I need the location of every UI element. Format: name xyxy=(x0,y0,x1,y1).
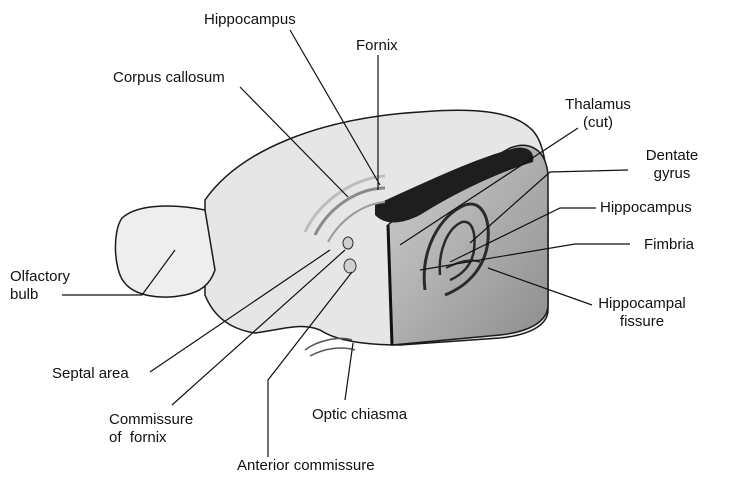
label-thalamus: Thalamus (cut) xyxy=(556,96,640,132)
label-fissure-line1: Hippocampal xyxy=(592,295,692,313)
anterior-commissure-shape xyxy=(344,259,356,273)
label-anterior-commissure: Anterior commissure xyxy=(237,457,375,475)
label-olfactory-line1: Olfactory xyxy=(10,268,70,286)
label-hippocampus-top: Hippocampus xyxy=(204,11,296,29)
label-dentate-gyrus: Dentate gyrus xyxy=(640,147,704,183)
label-hippocampal-fissure: Hippocampal fissure xyxy=(592,295,692,331)
label-optic-chiasma: Optic chiasma xyxy=(312,406,407,424)
label-commissure-line1: Commissure xyxy=(109,411,193,429)
label-dentate-line1: Dentate xyxy=(640,147,704,165)
label-fornix: Fornix xyxy=(356,37,398,55)
label-olfactory-line2: bulb xyxy=(10,286,70,304)
label-thalamus-line2: (cut) xyxy=(556,114,640,132)
olfactory-bulb-shape xyxy=(115,206,215,297)
label-septal-area: Septal area xyxy=(52,365,129,383)
label-fimbria: Fimbria xyxy=(644,236,694,254)
label-dentate-line2: gyrus xyxy=(640,165,704,183)
label-commissure-of-fornix: Commissure of fornix xyxy=(109,411,193,447)
label-olfactory-bulb: Olfactory bulb xyxy=(10,268,70,304)
label-fissure-line2: fissure xyxy=(592,313,692,331)
label-hippocampus-right: Hippocampus xyxy=(600,199,692,217)
label-corpus-callosum: Corpus callosum xyxy=(113,69,225,87)
label-thalamus-line1: Thalamus xyxy=(556,96,640,114)
leader-optic xyxy=(345,343,353,400)
commissure-of-fornix-shape xyxy=(343,237,353,249)
label-commissure-line2: of fornix xyxy=(109,429,193,447)
